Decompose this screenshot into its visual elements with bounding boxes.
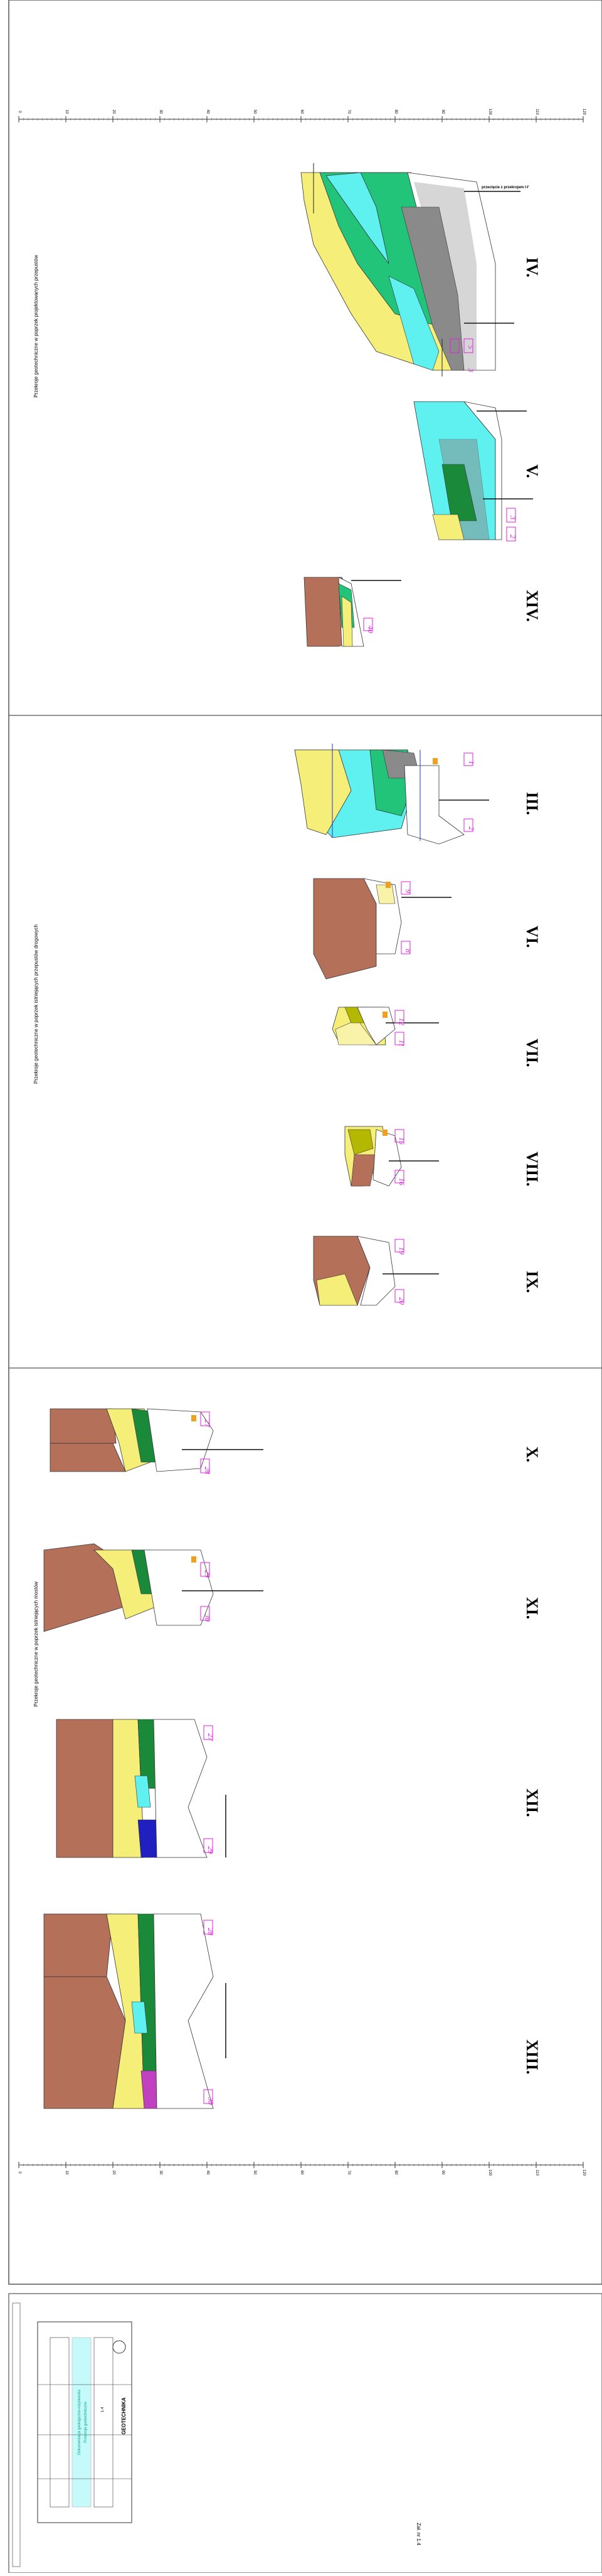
ruler-tick-label: 120	[582, 109, 586, 115]
section-iii-label: III.	[523, 792, 541, 815]
section-iii-profile	[294, 744, 489, 845]
elevation-ruler-bottom: 0 10 20 30 40 50 60 70 80 90 100 110 120	[18, 2162, 586, 2176]
section-viii-label: VIII.	[523, 1152, 541, 1187]
section-vii-profile	[332, 1007, 439, 1045]
section-xiv-label: XIV.	[523, 590, 541, 622]
section-point-label: 30	[203, 1613, 212, 1622]
section-point-label: 28	[203, 1467, 212, 1474]
section-viii-profile	[344, 1126, 439, 1187]
section-point-label: 8	[404, 949, 413, 953]
ruler-tick-label: 110	[535, 109, 539, 115]
section-point-label: 20	[398, 1297, 406, 1305]
section-point-label: 5	[467, 345, 475, 349]
ruler-tick-label: 80	[394, 110, 398, 114]
ruler-tick-label: 50	[253, 110, 256, 114]
ruler-tick-label: 90	[441, 2171, 445, 2175]
ruler-tick-label: 50	[253, 2171, 256, 2175]
section-v-profile	[413, 401, 533, 542]
ruler-tick-label: 20	[112, 110, 115, 114]
ruler-tick-label: 10	[65, 110, 68, 114]
elevation-ruler-top: 0 10 20 30 40 50 60 70 80 90 100 110 120	[18, 109, 586, 122]
ruler-tick-label: 0	[18, 2171, 21, 2174]
ruler-tick-label: 110	[535, 2169, 539, 2176]
section-title-middle: Przekroje geotechniczne w poprzek istnie…	[33, 924, 39, 1084]
section-title-top: Przekroje geotechniczne w poprzek projek…	[33, 255, 39, 397]
section-xi-profile	[43, 1543, 263, 1632]
section-vi-label: VI.	[523, 926, 541, 948]
ruler-tick-label: 120	[582, 2169, 586, 2176]
section-point-label: 2	[509, 535, 517, 538]
section-iv-label: IV.	[523, 257, 541, 277]
section-point-label: 28	[206, 1928, 215, 1935]
ruler-tick-label: 70	[347, 2171, 351, 2175]
ruler-tick-label: 40	[206, 110, 209, 114]
ruler-tick-label: 60	[300, 2171, 304, 2175]
section-point-label: 16	[398, 1178, 406, 1185]
section-title-bottom: Przekroje geotechniczne w poprzek istnie…	[33, 1581, 39, 1707]
section-ix-label: IX.	[523, 1271, 541, 1293]
section-point-label: 30	[206, 2097, 215, 2105]
section-xiii-label: XIII.	[523, 2039, 541, 2075]
section-iv-crossing-label: przecięcie z przekrojem I-I'	[482, 186, 529, 190]
ruler-tick-label: 0	[18, 110, 21, 113]
ruler-tick-label: 90	[441, 110, 445, 114]
ruler-tick-label: 60	[300, 110, 304, 114]
section-point-label: 15	[398, 1137, 406, 1145]
title-block-project-2: Przekroje geotechniczne	[84, 2401, 88, 2442]
ruler-tick-label: 100	[488, 2169, 492, 2176]
section-vii-label: VII.	[523, 1039, 541, 1067]
section-xii-profile	[56, 1719, 226, 1858]
section-x-label: X.	[523, 1446, 541, 1462]
ruler-tick-label: 10	[65, 2171, 68, 2175]
section-xiii-profile	[43, 1913, 226, 2109]
ruler-tick-label: 80	[394, 2171, 398, 2175]
ruler-tick-label: 30	[159, 110, 162, 114]
ruler-tick-label: 20	[112, 2171, 115, 2175]
section-xi-label: XI.	[523, 1597, 541, 1619]
title-block-drawing-no: 1.4	[101, 2407, 105, 2412]
section-xii-label: XII.	[523, 1788, 541, 1817]
section-v-label: V.	[523, 464, 541, 478]
ruler-tick-label: 100	[488, 109, 492, 115]
ruler-tick-label: 70	[347, 110, 351, 114]
section-point-label: 27	[203, 1419, 212, 1428]
section-point-label: 3	[467, 368, 475, 372]
section-point-label: 29	[203, 1570, 212, 1578]
section-point-label: 19	[398, 1247, 406, 1254]
section-point-label: 27	[206, 1733, 215, 1741]
section-point-label: 12	[398, 1018, 406, 1025]
sheet-frame	[8, 0, 602, 2285]
section-point-label: 11	[398, 1040, 406, 1047]
title-block-project-1: Dokumentacja geologiczno-inżynierska	[78, 2389, 82, 2455]
title-block-company: GEOTECHNIKA	[121, 2397, 127, 2434]
title-block	[12, 2302, 132, 2567]
section-point-label: 29	[206, 1846, 215, 1854]
ruler-tick-label: 30	[159, 2171, 162, 2175]
section-x-profile	[50, 1408, 263, 1473]
section-ix-profile	[313, 1236, 439, 1306]
section-point-label: 40	[366, 626, 375, 633]
section-point-label: 3	[509, 515, 517, 520]
section-point-label: 2	[467, 826, 476, 830]
section-iv-profile	[300, 163, 520, 377]
section-point-label: 9	[404, 889, 413, 893]
section-xiv-profile	[304, 577, 401, 647]
section-point-label: 1	[467, 761, 476, 764]
section-vi-profile	[313, 878, 452, 980]
ruler-tick-label: 40	[206, 2171, 209, 2175]
footer-note: Zał. nr 1.4	[416, 2523, 421, 2546]
